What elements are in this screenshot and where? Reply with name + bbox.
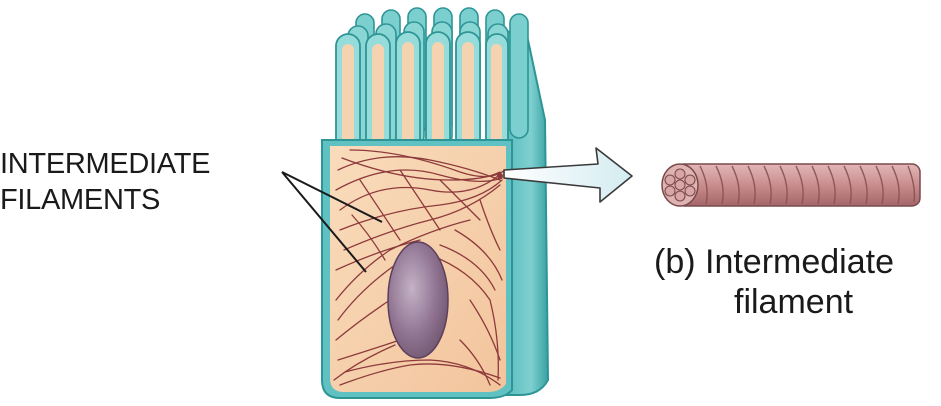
intermediate-filaments-label-line1: INTERMEDIATE: [0, 150, 210, 179]
intermediate-filaments-label-line2: FILAMENTS: [0, 186, 160, 215]
caption-line1: (b) Intermediate: [654, 245, 894, 279]
caption-line2: filament: [734, 285, 853, 319]
nucleus-icon: [388, 242, 448, 358]
filament-rope-icon: [662, 164, 920, 206]
epithelial-cell-icon: [322, 8, 548, 398]
